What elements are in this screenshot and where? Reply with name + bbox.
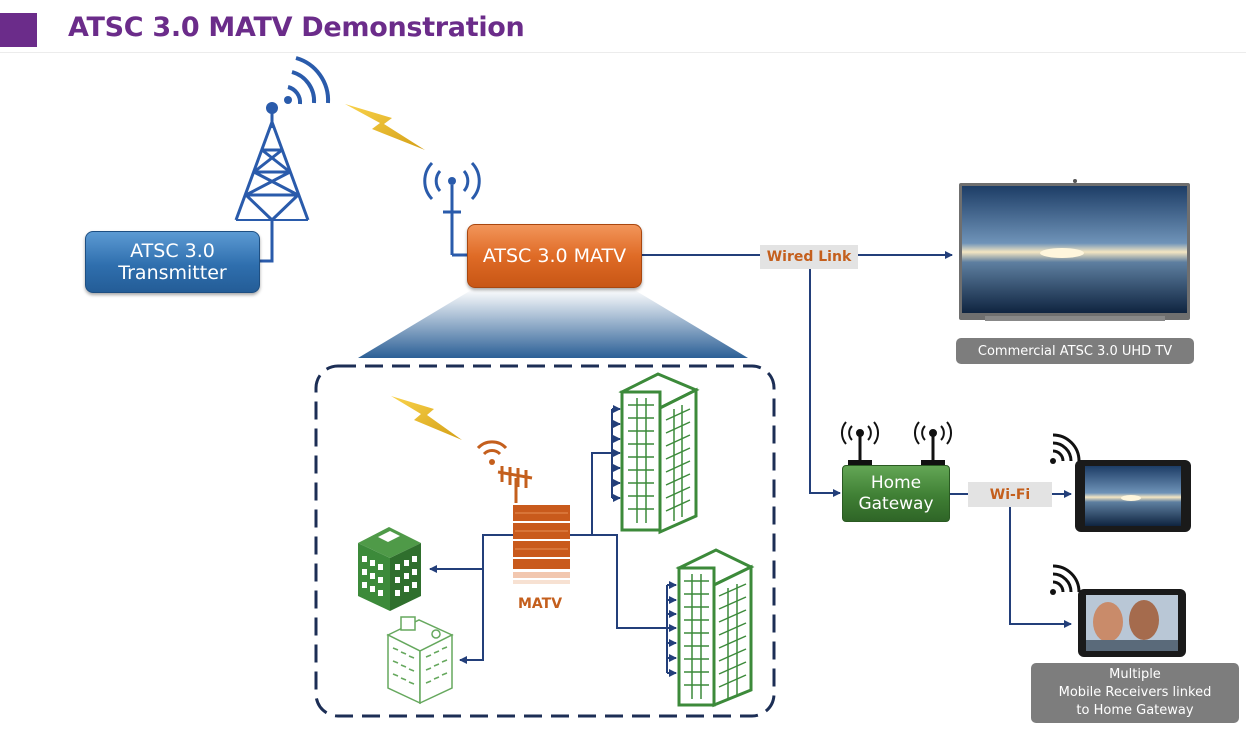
mobile-receivers-caption: Multiple Mobile Receivers linked to Home… (1031, 663, 1239, 723)
transmitter-node: ATSC 3.0 Transmitter (85, 231, 260, 293)
gateway-line2: Gateway (858, 493, 934, 514)
tall-building-feed-arrows (611, 405, 677, 677)
receiver-antenna-icon (423, 161, 481, 257)
matv-server-label: MATV (518, 596, 563, 612)
tablet-icon (1075, 460, 1191, 532)
matv-detail-frame (314, 364, 776, 718)
apartment-building-icon (675, 548, 755, 708)
wired-link-label: Wired Link (760, 245, 858, 269)
matv-distribution-lines (429, 452, 676, 664)
lightning-bolt-icon (345, 104, 425, 150)
building-windows (684, 574, 747, 700)
yagi-antenna-icon (497, 466, 533, 503)
tablet-icon (1078, 589, 1186, 657)
transmitter-line2: Transmitter (118, 262, 227, 284)
tv-caption: Commercial ATSC 3.0 UHD TV (956, 338, 1194, 364)
mobile-caption-line1: Multiple (1109, 667, 1161, 682)
matv-node: ATSC 3.0 MATV (467, 224, 642, 288)
tower-to-transmitter-line (258, 220, 274, 263)
gateway-antenna-icon (841, 421, 952, 466)
tv-icon (959, 179, 1190, 321)
header-divider (0, 52, 1246, 53)
wifi-label: Wi-Fi (968, 482, 1052, 507)
matv-node-label: ATSC 3.0 MATV (482, 245, 627, 267)
apartment-building-icon (386, 616, 454, 705)
wifi-signal-icon (1050, 564, 1081, 595)
mobile-caption-line2: Mobile Receivers linked (1058, 685, 1212, 700)
wifi-to-phone-line (1009, 507, 1072, 628)
zoom-fan (358, 289, 748, 358)
wired-to-gateway-line (809, 269, 841, 497)
apartment-building-icon (358, 527, 421, 611)
broadcast-tower-icon (234, 56, 331, 222)
wifi-signal-icon (1050, 433, 1081, 464)
lightning-bolt-icon (391, 396, 462, 440)
gateway-line1: Home (870, 472, 922, 493)
transmitter-line1: ATSC 3.0 (130, 240, 215, 262)
page-title: ATSC 3.0 MATV Demonstration (68, 12, 525, 43)
matv-server-icon (513, 505, 570, 584)
mobile-caption-line3: to Home Gateway (1076, 703, 1194, 718)
matv-signal-icon (476, 440, 508, 465)
home-gateway-node: Home Gateway (842, 465, 950, 522)
title-accent-square (0, 13, 37, 47)
building-windows (628, 398, 691, 523)
